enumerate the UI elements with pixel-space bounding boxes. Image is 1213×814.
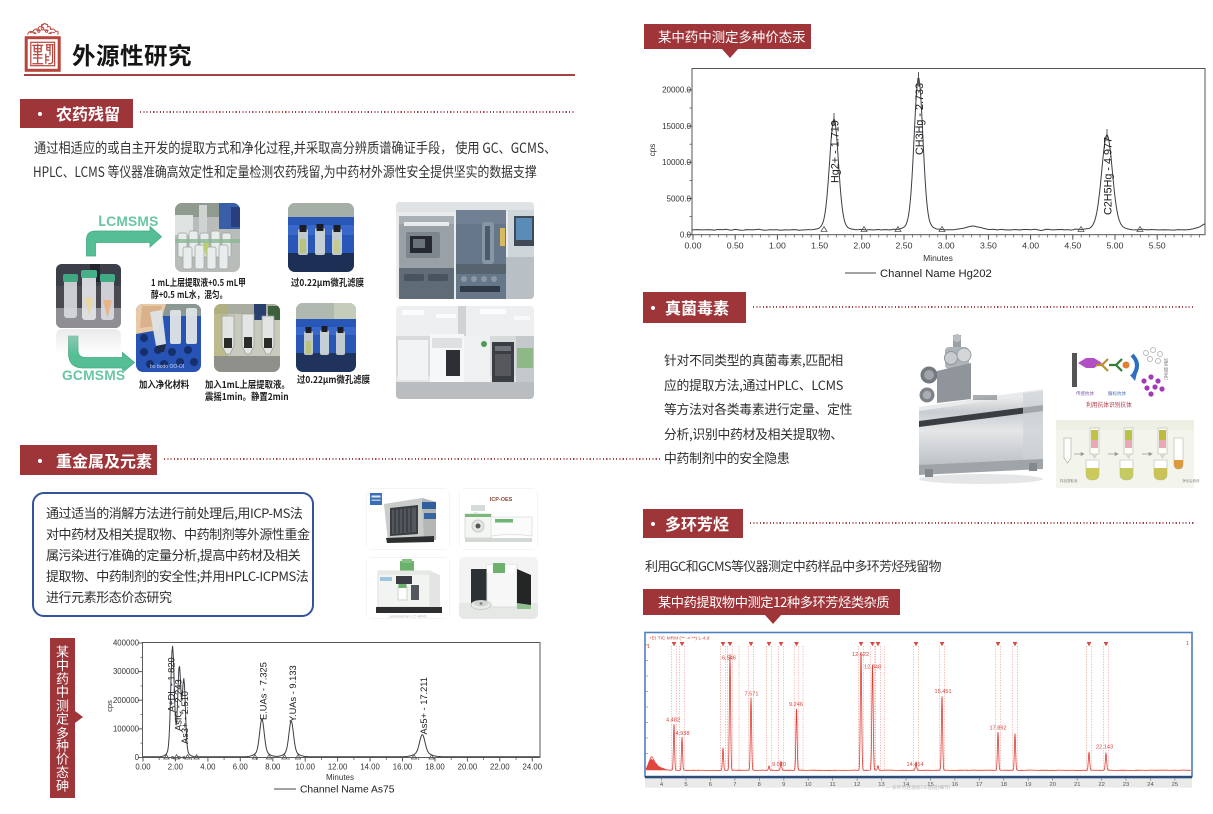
svg-text:As5+ - 17.211: As5+ - 17.211 (419, 677, 429, 734)
svg-text:7.571: 7.571 (745, 692, 759, 698)
svg-text:200000: 200000 (113, 696, 140, 705)
svg-text:4.938: 4.938 (676, 731, 690, 737)
svg-text:净化后液体: 净化后液体 (1182, 478, 1200, 484)
svg-text:4.50: 4.50 (1064, 241, 1081, 251)
svg-text:传感抗体: 传感抗体 (1076, 390, 1094, 397)
svg-text:17.892: 17.892 (990, 726, 1007, 732)
svg-text:9: 9 (782, 782, 785, 788)
svg-text:6.546: 6.546 (722, 656, 736, 662)
svg-text:23: 23 (1123, 782, 1129, 788)
svg-text:17: 17 (976, 782, 982, 788)
svg-text:6: 6 (709, 782, 712, 788)
svg-text:Hg2+ - 1.719: Hg2+ - 1.719 (830, 120, 842, 183)
svg-text:C2H5Hg - 4.977: C2H5Hg - 4.977 (1103, 137, 1115, 215)
svg-text:14.414: 14.414 (907, 762, 924, 768)
svg-text:11: 11 (830, 782, 836, 788)
svg-text:bo bodo OO-OI: bo bodo OO-OI (150, 364, 184, 370)
svg-text:6.00: 6.00 (233, 763, 249, 772)
svg-text:10000.0: 10000.0 (662, 158, 691, 167)
svg-text:24.00: 24.00 (523, 763, 543, 772)
svg-text:5.00: 5.00 (1107, 241, 1124, 251)
svg-text:4: 4 (660, 782, 664, 788)
svg-text:2.00: 2.00 (853, 241, 870, 251)
svg-text:0.0: 0.0 (680, 231, 692, 240)
svg-text:ICP-OES: ICP-OES (490, 497, 513, 503)
svg-text:5000.0: 5000.0 (667, 194, 692, 203)
svg-text:1: 1 (647, 644, 650, 650)
svg-text:8.00: 8.00 (265, 763, 281, 772)
svg-text:CH3Hg - 2.733: CH3Hg - 2.733 (914, 83, 926, 155)
svg-text:300000: 300000 (113, 667, 140, 676)
svg-text:2.00: 2.00 (168, 763, 184, 772)
svg-text:Y.UAs - 9.133: Y.UAs - 9.133 (288, 665, 298, 722)
svg-text:16: 16 (952, 782, 958, 788)
svg-text:14: 14 (903, 782, 910, 788)
svg-text:0.00: 0.00 (685, 241, 702, 251)
svg-text:5: 5 (684, 782, 687, 788)
svg-text:GCMSMS: GCMSMS (62, 364, 125, 384)
svg-text:9.020: 9.020 (772, 762, 786, 768)
svg-text:25: 25 (1172, 782, 1178, 788)
svg-text:3.00: 3.00 (938, 241, 955, 251)
svg-text:0.50: 0.50 (727, 241, 744, 251)
svg-text:Channel Name Hg202: Channel Name Hg202 (880, 268, 992, 280)
svg-text:4.00: 4.00 (200, 763, 216, 772)
svg-text:14.00: 14.00 (360, 763, 380, 772)
svg-text:22.143: 22.143 (1096, 745, 1113, 751)
svg-text:12.848: 12.848 (864, 665, 881, 671)
svg-text:0.00: 0.00 (135, 763, 151, 772)
svg-text:+EI TIC MRM (** -> **) L-4.d: +EI TIC MRM (** -> **) L-4.d (649, 636, 710, 642)
svg-text:8: 8 (758, 782, 761, 788)
svg-text:15: 15 (927, 782, 933, 788)
svg-text:15.451: 15.451 (935, 689, 952, 695)
svg-text:18: 18 (1001, 782, 1007, 788)
svg-text:cps: cps (648, 144, 657, 157)
svg-text:Channel Name As75: Channel Name As75 (300, 785, 395, 796)
svg-text:15000.0: 15000.0 (662, 122, 691, 131)
svg-text:1.50: 1.50 (811, 241, 828, 251)
svg-text:18.00: 18.00 (425, 763, 445, 772)
svg-text:21: 21 (1074, 782, 1080, 788)
svg-text:As3+ - 2.510: As3+ - 2.510 (180, 691, 190, 744)
svg-text:2.50: 2.50 (896, 241, 913, 251)
svg-text:AsIC - 2.243: AsIC - 2.243 (174, 679, 184, 731)
svg-text:4.00: 4.00 (1022, 241, 1039, 251)
svg-text:24: 24 (1147, 782, 1154, 788)
svg-text:— 多环芳烃混标TIC图谱(细节): — 多环芳烃混标TIC图谱(细节) (885, 784, 951, 791)
svg-text:400000: 400000 (113, 639, 140, 648)
svg-text:10: 10 (805, 782, 811, 788)
svg-text:E.UAs - 7.325: E.UAs - 7.325 (259, 662, 269, 720)
svg-text:13: 13 (878, 782, 884, 788)
svg-text:Minutes: Minutes (326, 773, 354, 782)
svg-text:12.622: 12.622 (852, 652, 869, 658)
svg-text:perkinelmer LC-MHS: perkinelmer LC-MHS (389, 614, 427, 619)
svg-text:5.50: 5.50 (1149, 241, 1166, 251)
svg-text:12: 12 (854, 782, 860, 788)
svg-text:1.00: 1.00 (769, 241, 786, 251)
svg-text:20.00: 20.00 (458, 763, 478, 772)
svg-text:12.00: 12.00 (328, 763, 348, 772)
svg-text:3.50: 3.50 (980, 241, 997, 251)
svg-text:7: 7 (733, 782, 736, 788)
svg-text:22: 22 (1098, 782, 1104, 788)
svg-text:酶标抗体: 酶标抗体 (1108, 390, 1126, 397)
svg-text:19: 19 (1025, 782, 1031, 788)
svg-text:20000.0: 20000.0 (662, 86, 691, 95)
svg-text:16.00: 16.00 (393, 763, 413, 772)
svg-text:1: 1 (1186, 641, 1189, 647)
svg-text:Minutes: Minutes (923, 253, 953, 263)
svg-text:0: 0 (135, 753, 140, 762)
svg-text:加底物显色: 加底物显色 (1163, 357, 1169, 380)
svg-text:10.00: 10.00 (295, 763, 315, 772)
svg-text:22.00: 22.00 (490, 763, 510, 772)
svg-text:LCMSMS: LCMSMS (98, 210, 159, 230)
svg-text:20: 20 (1049, 782, 1055, 788)
svg-text:4.482: 4.482 (666, 718, 680, 724)
svg-text:A+DL - 1.820: A+DL - 1.820 (167, 657, 177, 712)
svg-text:样品提取液: 样品提取液 (1060, 478, 1078, 484)
svg-text:100000: 100000 (113, 725, 140, 734)
svg-text:9.246: 9.246 (789, 702, 803, 708)
svg-text:cps: cps (105, 700, 114, 712)
